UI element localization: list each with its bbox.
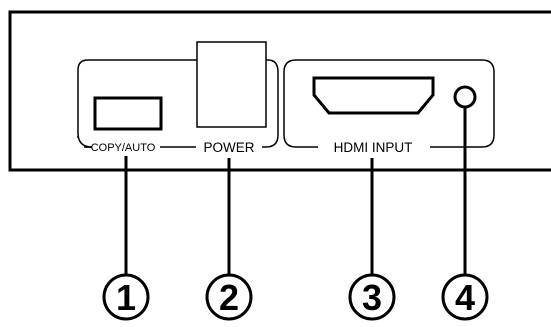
callout-circle: [205, 273, 253, 321]
callout-4: 4: [441, 273, 489, 321]
indicator-led: [453, 85, 477, 109]
hdmi-input-label: HDMI INPUT: [334, 140, 413, 155]
power-connector[interactable]: [196, 41, 267, 128]
callout-circle: [441, 273, 489, 321]
hdmi-port[interactable]: [312, 76, 435, 115]
callout-2: 2: [205, 273, 253, 321]
callout-1: 1: [102, 273, 150, 321]
copy-auto-button[interactable]: [93, 96, 163, 131]
callout-circle: [102, 273, 150, 321]
callout-number: 3: [362, 277, 382, 318]
left-group-frame-right: [262, 59, 279, 148]
callout-number: 1: [116, 277, 136, 318]
power-label: POWER: [203, 140, 254, 155]
right-group-frame: [283, 59, 495, 148]
callout-number: 4: [455, 277, 475, 318]
callout-number: 2: [219, 277, 239, 318]
callout-3: 3: [348, 273, 396, 321]
left-group-frame: [77, 59, 203, 148]
device-front-panel: [8, 10, 551, 172]
copy-auto-label: COPY/AUTO: [91, 142, 156, 154]
callout-circle: [348, 273, 396, 321]
